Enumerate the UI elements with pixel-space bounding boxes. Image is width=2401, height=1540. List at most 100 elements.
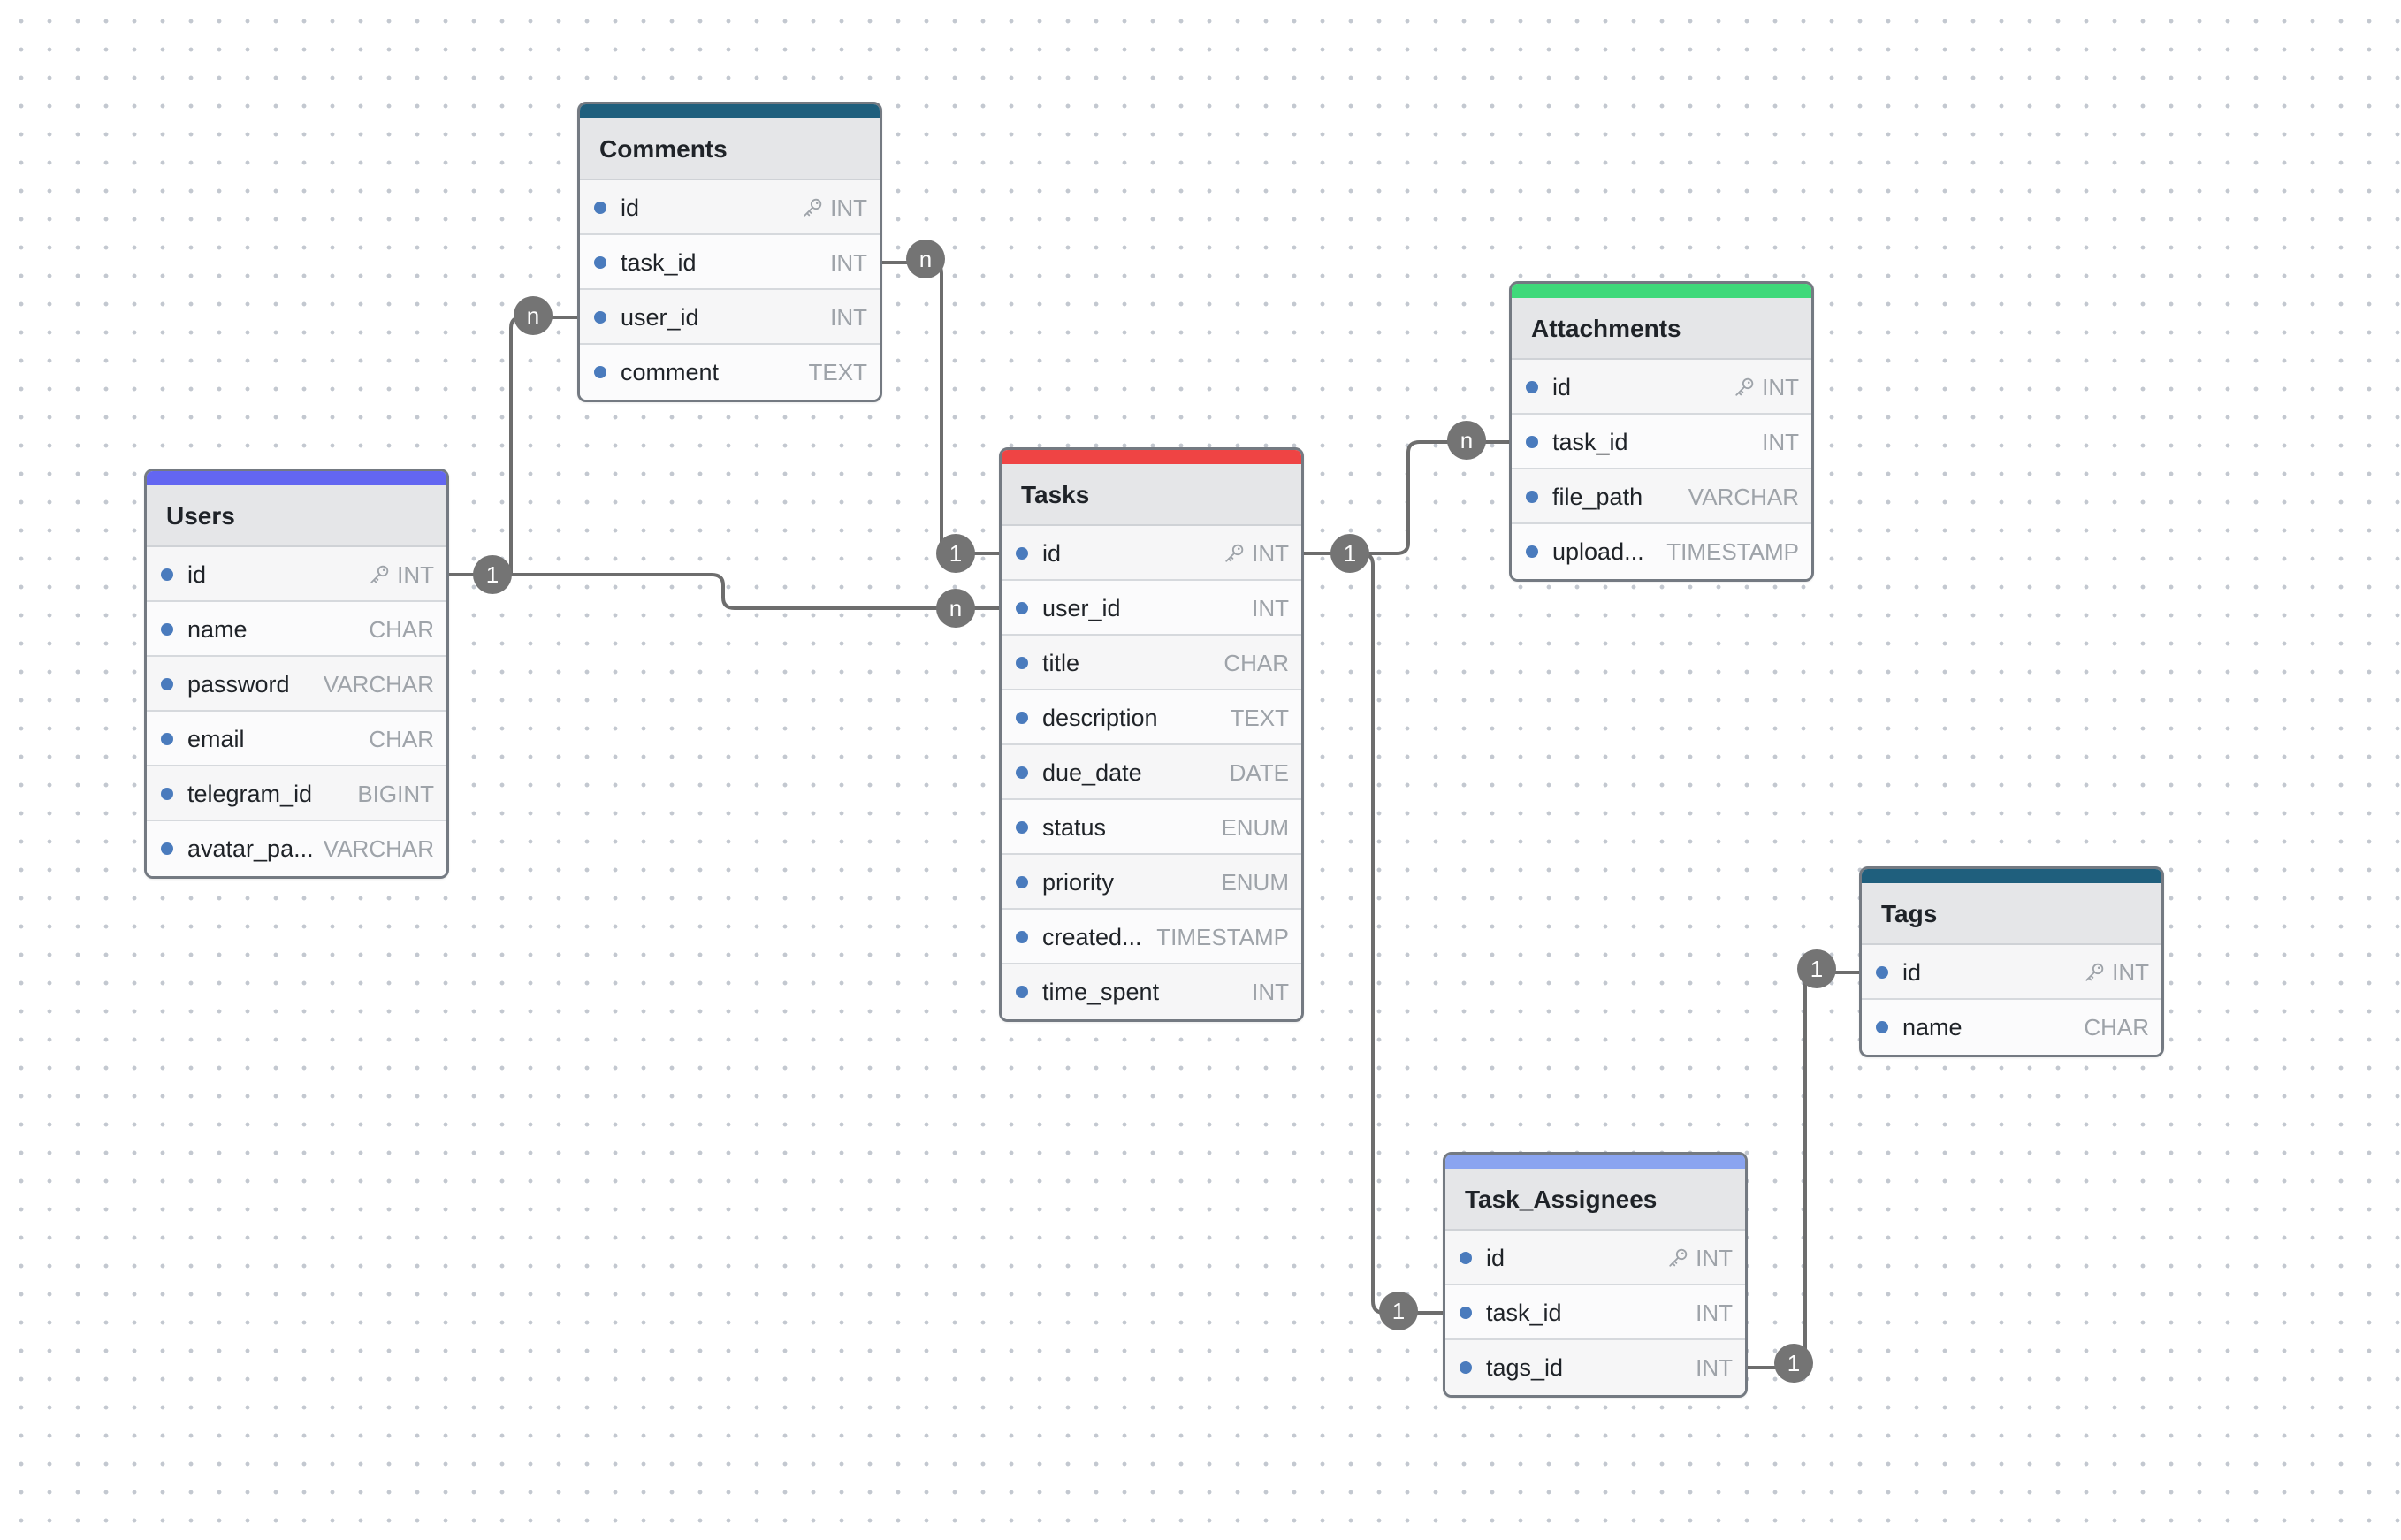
- cardinality-badge: 1: [1797, 949, 1836, 988]
- field-name: id: [621, 194, 640, 221]
- field-type: INT: [1252, 964, 1289, 1019]
- field-type-label: INT: [1696, 1300, 1733, 1326]
- field-type-label: CHAR: [369, 726, 434, 752]
- relationship-line[interactable]: [1304, 440, 1509, 555]
- relationship-line[interactable]: [1304, 552, 1443, 1315]
- field-type-label: INT: [1252, 595, 1289, 621]
- field-dot-icon: [1526, 381, 1538, 393]
- field-row[interactable]: avatar_pa...VARCHAR: [147, 821, 446, 876]
- field-row[interactable]: id INT: [1445, 1231, 1745, 1285]
- field-row[interactable]: password VARCHAR: [147, 657, 446, 712]
- relationship-line[interactable]: [449, 573, 999, 610]
- table-title[interactable]: Users: [147, 485, 446, 547]
- field-dot-icon: [1016, 602, 1028, 614]
- table-title[interactable]: Tags: [1862, 883, 2161, 945]
- field-type: INT: [1252, 581, 1289, 636]
- table-color-bar: [147, 471, 446, 485]
- field-type: INT: [1665, 1231, 1733, 1285]
- table-title[interactable]: Comments: [580, 118, 880, 180]
- table-title[interactable]: Tasks: [1002, 464, 1301, 526]
- field-row[interactable]: created...TIMESTAMP: [1002, 910, 1301, 964]
- field-name: file_path: [1552, 484, 1643, 510]
- primary-key-icon: [804, 198, 822, 217]
- field-dot-icon: [161, 623, 173, 636]
- table-title[interactable]: Task_Assignees: [1445, 1169, 1745, 1231]
- field-name: task_id: [621, 249, 697, 276]
- field-type-label: INT: [830, 304, 867, 331]
- field-name: password: [187, 671, 290, 698]
- field-type: INT: [367, 547, 434, 602]
- field-type: BIGINT: [357, 766, 434, 821]
- field-dot-icon: [1526, 436, 1538, 448]
- table-title[interactable]: Attachments: [1512, 298, 1811, 360]
- field-dot-icon: [161, 842, 173, 855]
- cardinality-badge: 1: [473, 555, 512, 594]
- field-dot-icon: [161, 733, 173, 745]
- field-type-label: INT: [1696, 1354, 1733, 1381]
- table-color-bar: [1512, 284, 1811, 298]
- field-name: status: [1042, 814, 1107, 841]
- field-type: VARCHAR: [324, 657, 434, 712]
- field-name: id: [1902, 959, 1922, 986]
- field-type-label: CHAR: [369, 616, 434, 643]
- cardinality-badge: 1: [1379, 1292, 1418, 1330]
- field-dot-icon: [1016, 712, 1028, 724]
- cardinality-badge: n: [936, 589, 975, 628]
- field-name: id: [1042, 540, 1062, 567]
- field-type: TIMESTAMP: [1156, 910, 1289, 964]
- field-dot-icon: [161, 678, 173, 690]
- field-name: upload...: [1552, 538, 1644, 565]
- field-name: task_id: [1486, 1300, 1562, 1326]
- field-type-label: BIGINT: [357, 781, 434, 807]
- field-dot-icon: [1016, 986, 1028, 998]
- field-row[interactable]: file_path VARCHAR: [1512, 469, 1811, 524]
- field-type-label: INT: [397, 561, 434, 588]
- field-row[interactable]: upload...TIMESTAMP: [1512, 524, 1811, 579]
- field-type: INT: [1762, 415, 1799, 469]
- field-dot-icon: [594, 256, 606, 269]
- primary-key-icon: [370, 565, 389, 583]
- field-dot-icon: [1016, 821, 1028, 834]
- field-name: priority: [1042, 869, 1115, 896]
- field-type: DATE: [1230, 745, 1289, 800]
- relationship-line[interactable]: [882, 261, 999, 555]
- relationship-line[interactable]: [449, 316, 577, 576]
- primary-key-icon: [2085, 963, 2104, 981]
- field-name: id: [1486, 1245, 1505, 1271]
- relationship-line[interactable]: [1748, 971, 1859, 1369]
- field-type: VARCHAR: [1688, 469, 1799, 524]
- field-row[interactable]: task_id INT: [1445, 1285, 1745, 1340]
